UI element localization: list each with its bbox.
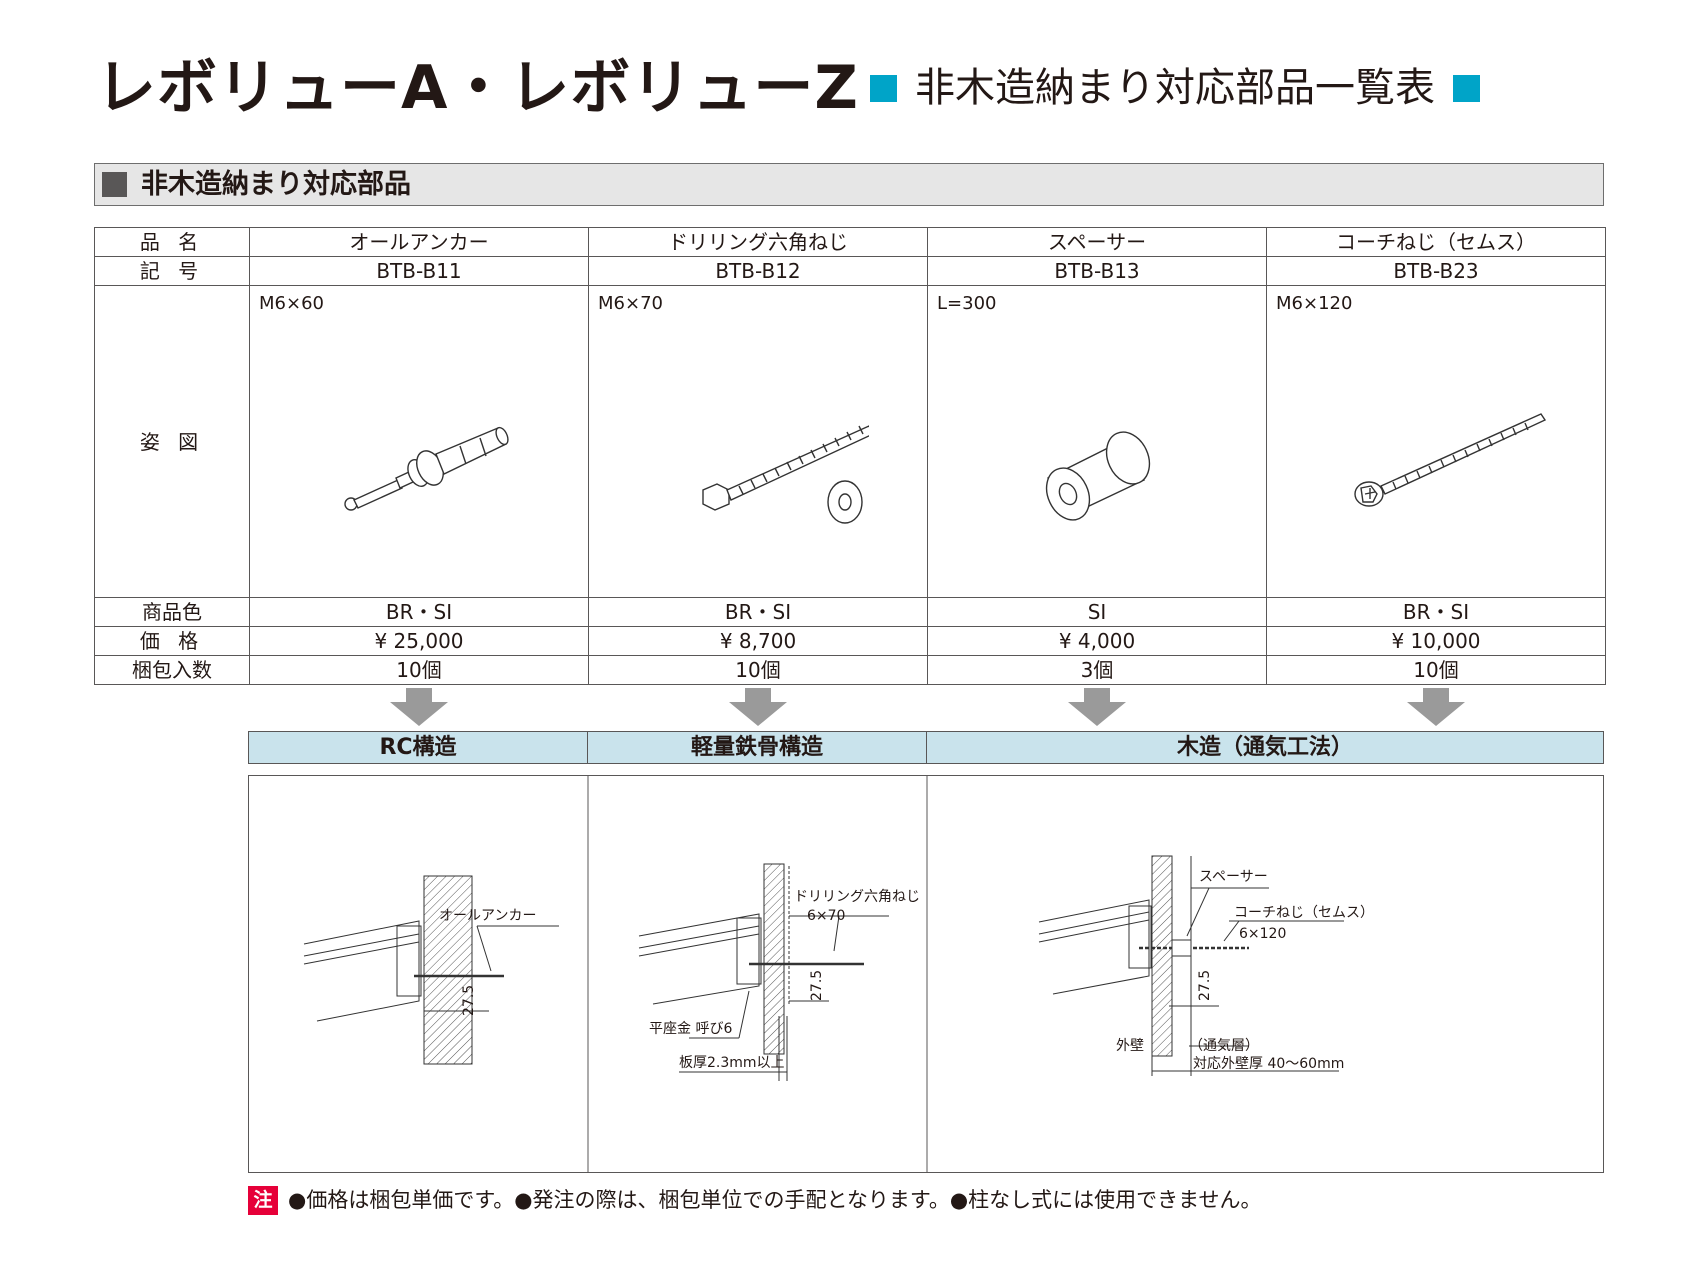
parts-table: 品 名 オールアンカー ドリリング六角ねじ スペーサー コーチねじ（セムス） 記…: [94, 227, 1606, 685]
rc-diagram: [303, 875, 559, 1065]
part-name: スペーサー: [927, 227, 1267, 257]
steel-plate-label: 板厚2.3mm以上: [679, 1055, 785, 1071]
structure-label: RC構造: [249, 732, 588, 763]
part-figure-cell: M6×120: [1266, 285, 1606, 598]
part-price: ¥ 25,000: [249, 626, 589, 656]
page-subtitle: 非木造納まり対応部品一覧表: [915, 65, 1435, 111]
installation-diagrams: オールアンカー 27.5 ドリリング六角ねじ 6×70 27.5 平座金 呼び6…: [248, 775, 1604, 1173]
wood-diagram: [1038, 855, 1344, 1076]
row-header-color: 商品色: [94, 597, 250, 627]
coach-screw-icon: [1354, 413, 1547, 507]
part-price: ¥ 8,700: [588, 626, 928, 656]
part-price: ¥ 4,000: [927, 626, 1267, 656]
structure-header: RC構造 軽量鉄骨構造 木造（通気工法）: [248, 731, 1604, 764]
table-row-pack: 梱包入数 10個 10個 3個 10個: [94, 655, 1606, 685]
spacer-tube-icon: [1045, 431, 1151, 521]
part-spec: M6×120: [1276, 293, 1353, 314]
down-arrow-icon: [729, 688, 787, 726]
note-text: ●価格は梱包単価です。●発注の際は、梱包単位での手配となります。●柱なし式には使…: [288, 1188, 1262, 1212]
part-figure-cell: M6×60: [249, 285, 589, 598]
part-spec: M6×60: [259, 293, 324, 314]
part-code: BTB-B23: [1266, 256, 1606, 286]
part-pack: 10個: [249, 655, 589, 685]
hex-drill-screw-icon: [702, 425, 869, 524]
row-header-figure: 姿 図: [94, 285, 250, 598]
page-title: レボリューA・レボリューZ: [96, 53, 859, 123]
wood-wall-label: 外壁: [1116, 1038, 1144, 1054]
part-price: ¥ 10,000: [1266, 626, 1606, 656]
steel-screw-size: 6×70: [807, 908, 846, 924]
accent-square-icon: [870, 74, 897, 102]
rc-dimension: 27.5: [461, 984, 477, 1016]
wood-dimension: 27.5: [1197, 969, 1213, 1001]
section-header: 非木造納まり対応部品: [94, 163, 1604, 206]
subtitle-group: 非木造納まり対応部品一覧表: [870, 60, 1480, 116]
part-spec: L=300: [937, 293, 997, 314]
part-name: オールアンカー: [249, 227, 589, 257]
part-color: BR・SI: [1266, 597, 1606, 627]
part-name: コーチねじ（セムス）: [1266, 227, 1606, 257]
table-row-color: 商品色 BR・SI BR・SI SI BR・SI: [94, 597, 1606, 627]
row-header-name: 品 名: [94, 227, 250, 257]
steel-dimension: 27.5: [809, 969, 825, 1001]
structure-label: 木造（通気工法）: [1176, 735, 1353, 760]
down-arrow-icon: [1068, 688, 1126, 726]
part-pack: 10個: [1266, 655, 1606, 685]
part-figure-cell: L=300: [927, 285, 1267, 598]
row-header-price: 価 格: [94, 626, 250, 656]
structure-label: 軽量鉄骨構造: [588, 732, 927, 763]
wood-vent-label: （通気層）: [1189, 1038, 1259, 1054]
steel-diagram: [638, 863, 889, 1081]
wood-screw-label: コーチねじ（セムス）: [1234, 905, 1374, 921]
part-code: BTB-B12: [588, 256, 928, 286]
note-badge: 注: [248, 1186, 278, 1215]
part-spec: M6×70: [598, 293, 663, 314]
part-color: SI: [927, 597, 1267, 627]
table-row-price: 価 格 ¥ 25,000 ¥ 8,700 ¥ 4,000 ¥ 10,000: [94, 626, 1606, 656]
rc-anchor-label: オールアンカー: [439, 908, 537, 924]
part-color: BR・SI: [249, 597, 589, 627]
part-code: BTB-B11: [249, 256, 589, 286]
down-arrow-icon: [1407, 688, 1465, 726]
part-figure-cell: M6×70: [588, 285, 928, 598]
anchor-bolt-icon: [344, 426, 509, 511]
wood-spacer-label: スペーサー: [1199, 869, 1268, 885]
down-arrow-icon: [390, 688, 448, 726]
part-pack: 3個: [927, 655, 1267, 685]
part-color: BR・SI: [588, 597, 928, 627]
accent-square-icon: [1453, 74, 1480, 102]
table-row-code: 記 号 BTB-B11 BTB-B12 BTB-B13 BTB-B23: [94, 256, 1606, 286]
row-header-pack: 梱包入数: [94, 655, 250, 685]
diagram-drawings: [303, 776, 1344, 1172]
part-pack: 10個: [588, 655, 928, 685]
part-code: BTB-B13: [927, 256, 1267, 286]
steel-screw-label: ドリリング六角ねじ: [794, 889, 920, 905]
steel-washer-label: 平座金 呼び6: [649, 1021, 733, 1037]
table-row-name: 品 名 オールアンカー ドリリング六角ねじ スペーサー コーチねじ（セムス）: [94, 227, 1606, 257]
part-name: ドリリング六角ねじ: [588, 227, 928, 257]
row-header-code: 記 号: [94, 256, 250, 286]
section-title: 非木造納まり対応部品: [141, 169, 411, 200]
section-square-icon: [102, 172, 127, 197]
table-row-figure: 姿 図 M6×60 M6×70: [94, 285, 1606, 598]
wood-thickness-label: 対応外壁厚 40〜60mm: [1193, 1056, 1345, 1072]
wood-screw-size: 6×120: [1239, 926, 1287, 942]
